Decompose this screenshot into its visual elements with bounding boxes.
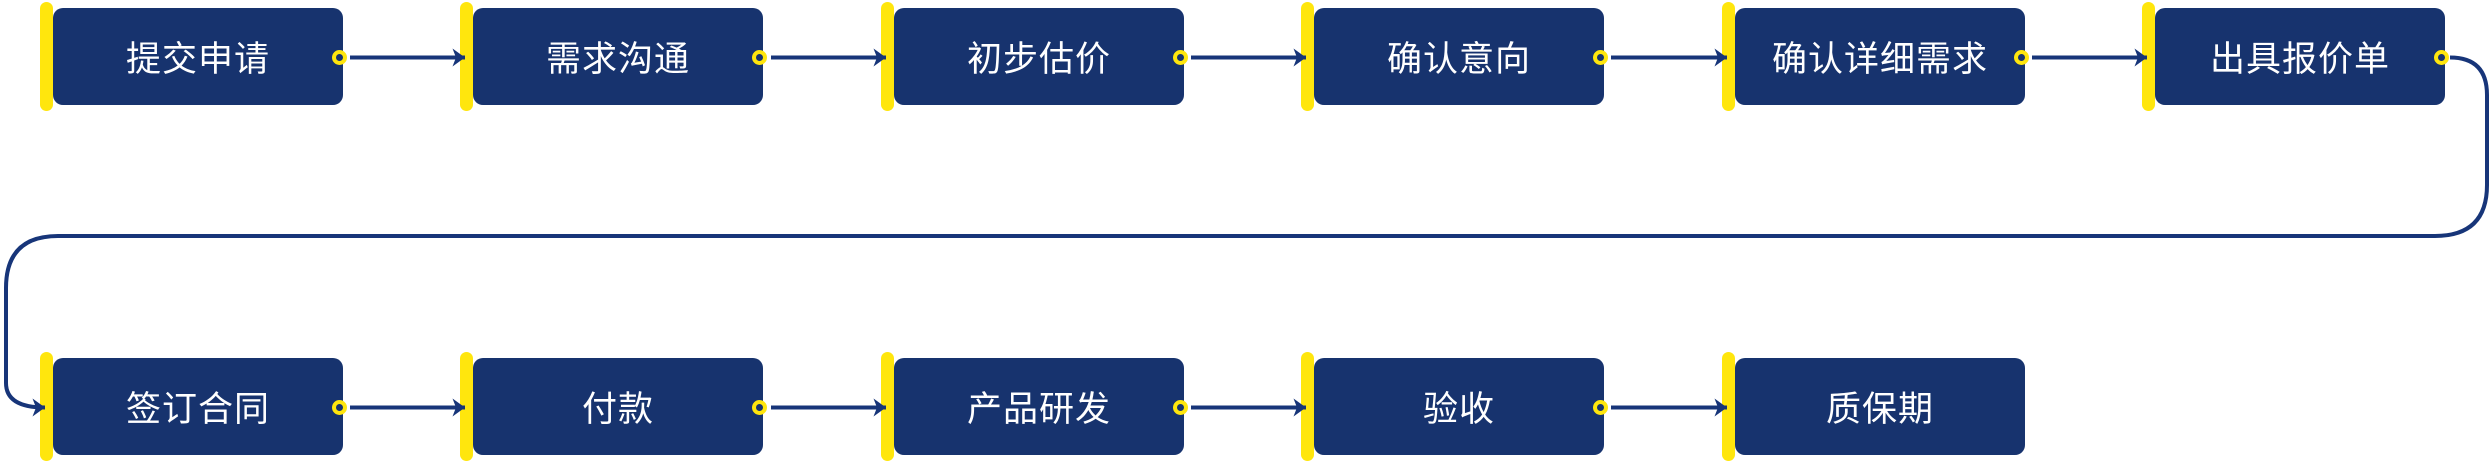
step-card: 质保期: [1735, 358, 2025, 455]
accent-bar: [40, 352, 53, 461]
step-submit-application: 提交申请: [40, 2, 349, 111]
step-card: 验收: [1314, 358, 1604, 455]
step-confirm-intention: 确认意向: [1301, 2, 1610, 111]
connector-ring: [752, 49, 767, 65]
step-card: 出具报价单: [2155, 8, 2445, 105]
step-requirement-communication: 需求沟通: [460, 2, 769, 111]
step-card: 需求沟通: [473, 8, 763, 105]
connector-ring: [2434, 49, 2449, 65]
step-card: 初步估价: [894, 8, 1184, 105]
step-product-development: 产品研发: [881, 352, 1190, 461]
step-label: 出具报价单: [2209, 40, 2390, 79]
arrow-row-wrap: [4, 55, 2489, 417]
accent-bar: [1722, 352, 1735, 461]
step-label: 验收: [1422, 390, 1495, 429]
step-label: 质保期: [1825, 390, 1934, 429]
accent-bar: [460, 2, 473, 111]
step-warranty-period: 质保期: [1722, 352, 2031, 461]
accent-bar: [881, 352, 894, 461]
connector-ring: [1173, 399, 1188, 415]
step-label: 签订合同: [125, 390, 270, 429]
step-card: 确认意向: [1314, 8, 1604, 105]
step-card: 付款: [473, 358, 763, 455]
step-acceptance: 验收: [1301, 352, 1610, 461]
connector-ring: [332, 399, 347, 415]
connector-ring: [752, 399, 767, 415]
connector-ring: [332, 49, 347, 65]
connector-ring: [1593, 49, 1608, 65]
connector-ring: [1173, 49, 1188, 65]
step-label: 需求沟通: [545, 40, 690, 79]
accent-bar: [2142, 2, 2155, 111]
step-card: 签订合同: [53, 358, 343, 455]
accent-bar: [1301, 2, 1314, 111]
accent-bar: [881, 2, 894, 111]
step-label: 确认意向: [1386, 40, 1531, 79]
step-label: 提交申请: [125, 40, 270, 79]
connector-ring: [2014, 49, 2029, 65]
step-confirm-detailed-requirements: 确认详细需求: [1722, 2, 2031, 111]
step-payment: 付款: [460, 352, 769, 461]
step-label: 产品研发: [966, 390, 1111, 429]
accent-bar: [1722, 2, 1735, 111]
step-card: 产品研发: [894, 358, 1184, 455]
accent-bar: [1301, 352, 1314, 461]
step-initial-estimate: 初步估价: [881, 2, 1190, 111]
step-label: 确认详细需求: [1771, 40, 1988, 79]
accent-bar: [460, 352, 473, 461]
accent-bar: [40, 2, 53, 111]
connector-ring: [1593, 399, 1608, 415]
step-issue-quotation: 出具报价单: [2142, 2, 2451, 111]
step-card: 确认详细需求: [1735, 8, 2025, 105]
step-label: 初步估价: [966, 40, 1111, 79]
step-label: 付款: [581, 390, 654, 429]
step-card: 提交申请: [53, 8, 343, 105]
step-sign-contract: 签订合同: [40, 352, 349, 461]
